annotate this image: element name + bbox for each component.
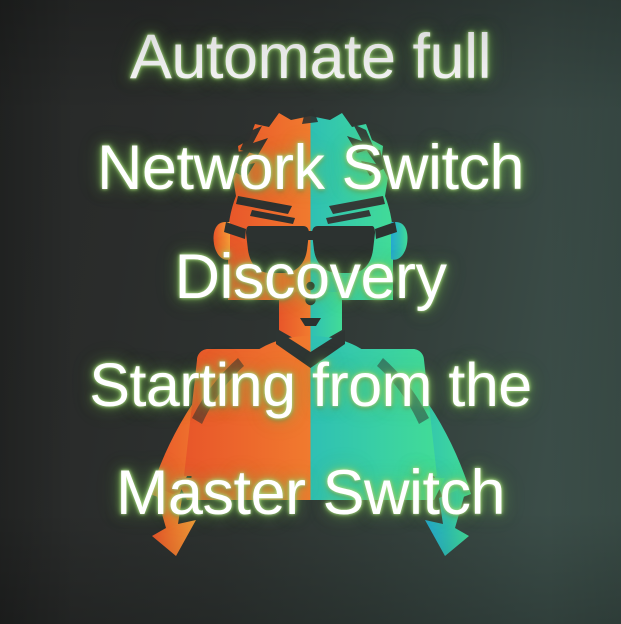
sunglasses-icon bbox=[224, 222, 397, 273]
figure-dark-details bbox=[192, 108, 429, 424]
